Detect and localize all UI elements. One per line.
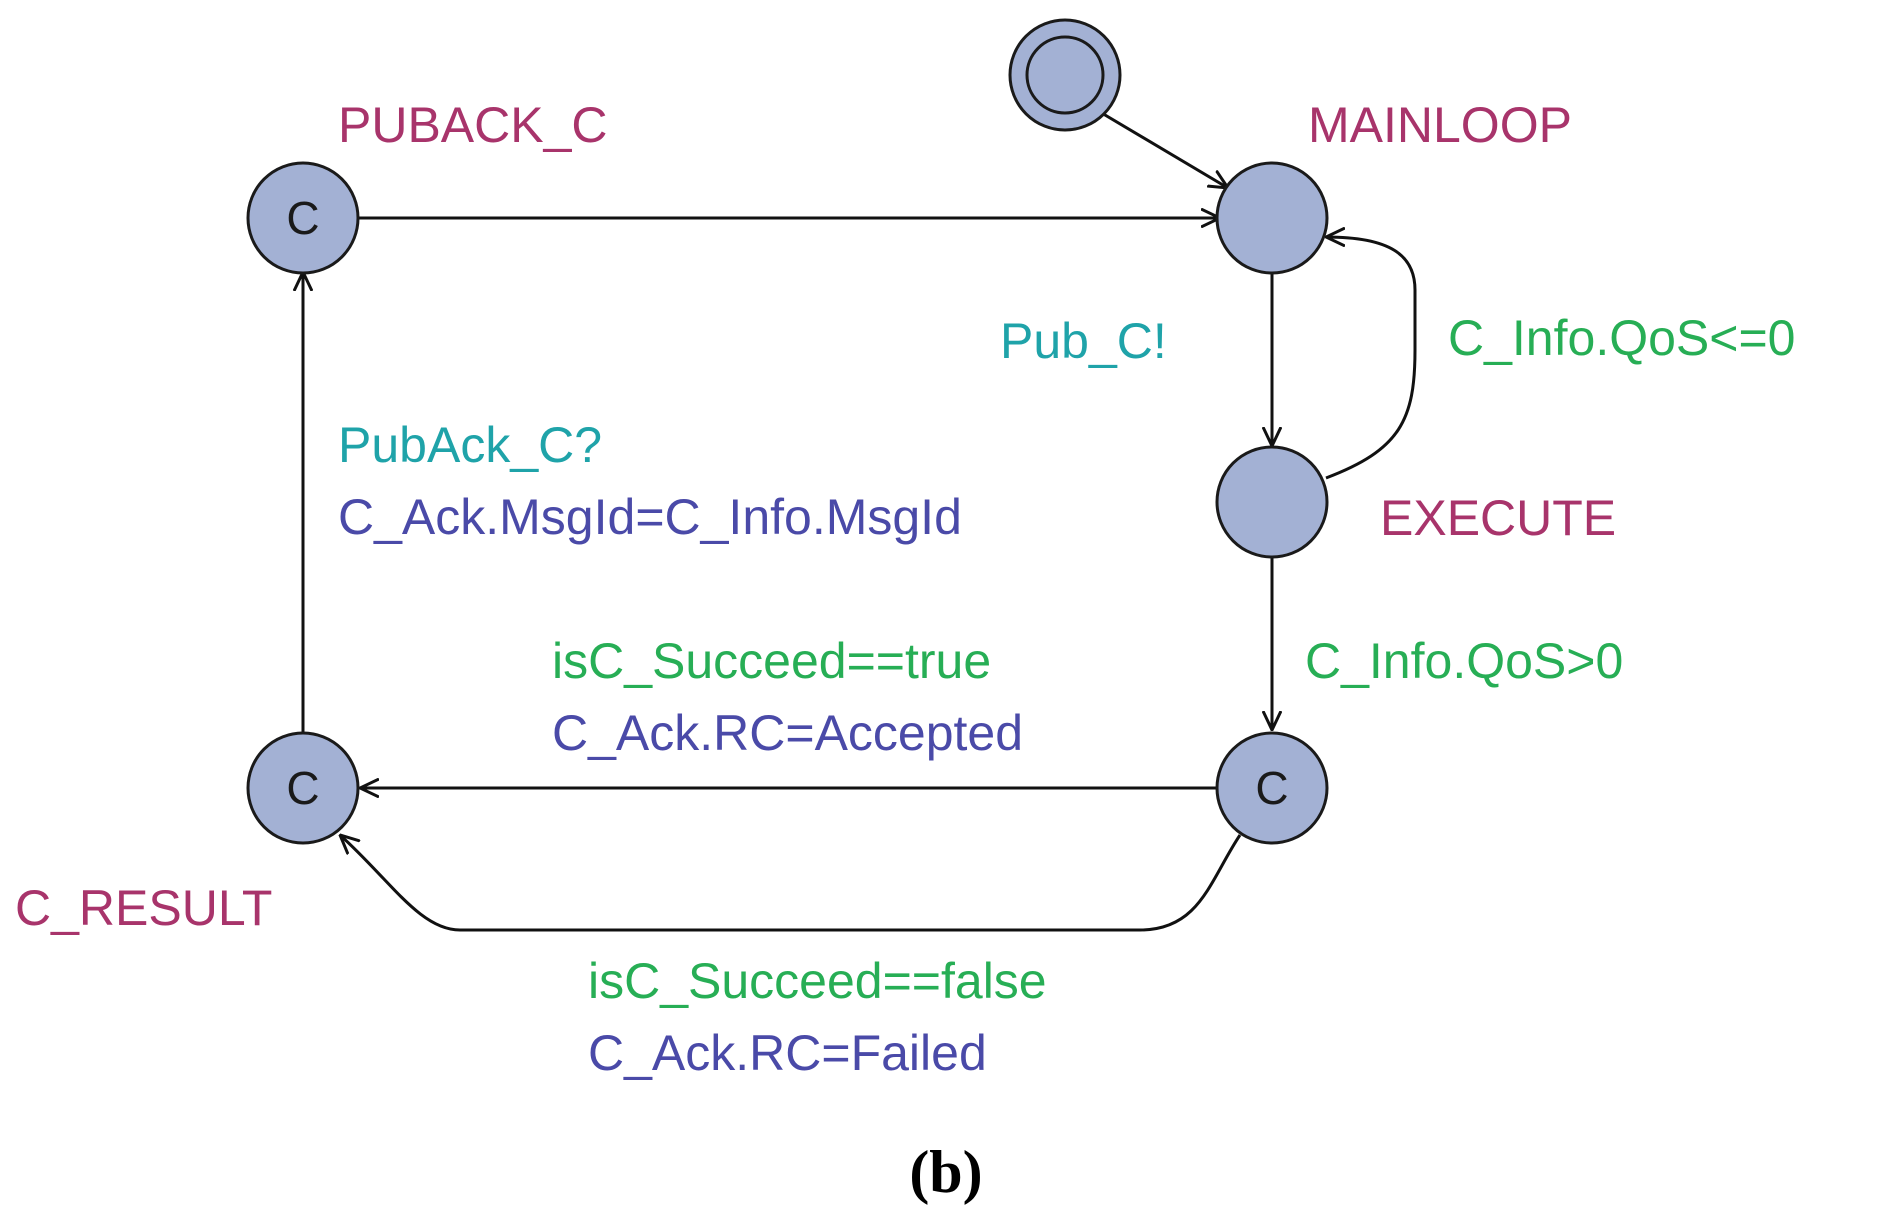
location-name-puback: PUBACK_C [338,97,608,153]
label-assign-failed: C_Ack.RC=Failed [588,1025,987,1081]
edge-decision-to-result-false[interactable] [340,835,1242,932]
label-assign-msgid: C_Ack.MsgId=C_Info.MsgId [338,489,962,545]
label-guard-succeed-true: isC_Succeed==true [552,633,991,689]
figure-caption: (b) [909,1139,982,1205]
label-sync-puback: PubAck_C? [338,417,602,473]
label-assign-accepted: C_Ack.RC=Accepted [552,705,1023,761]
location-name-mainloop: MAINLOOP [1308,97,1572,153]
location-name-result: C_RESULT [15,880,272,936]
label-guard-qos-gt-0: C_Info.QoS>0 [1305,633,1623,689]
committed-marker-decision: C [1255,762,1288,814]
location-initial-marker[interactable] [1008,18,1122,132]
label-guard-qos-le-0: C_Info.QoS<=0 [1448,310,1795,366]
location-name-execute: EXECUTE [1380,490,1616,546]
label-sync-pub: Pub_C! [1000,313,1167,369]
label-guard-succeed-false: isC_Succeed==false [588,953,1047,1009]
location-puback[interactable]: C [246,161,360,275]
location-decision[interactable]: C [1215,731,1329,845]
committed-marker-result: C [286,762,319,814]
location-result[interactable]: C [246,731,360,845]
committed-marker-puback: C [286,192,319,244]
location-execute[interactable] [1215,445,1329,559]
edge-execute-to-mainloop[interactable] [1326,237,1417,480]
location-mainloop[interactable] [1215,161,1329,275]
edge-initial-arrow [1099,110,1228,188]
